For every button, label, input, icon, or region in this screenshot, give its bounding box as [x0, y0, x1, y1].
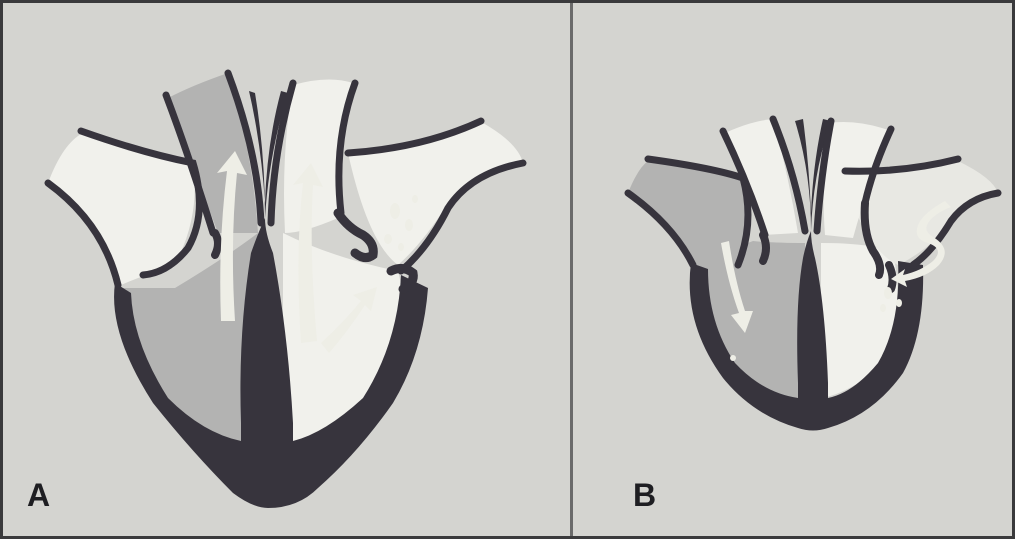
panel-a: A — [3, 3, 571, 536]
highlight-dot-b — [730, 355, 736, 361]
valve-leaflet-b2 — [889, 265, 893, 289]
panel-label-b: B — [633, 477, 656, 514]
valve-leaflet-a3 — [215, 233, 218, 255]
valve-leaflet-b3 — [763, 235, 766, 261]
heart-diagram-b — [573, 3, 1012, 536]
panel-b: B — [573, 3, 1012, 536]
panel-label-a: A — [27, 477, 50, 514]
heart-diagram-a — [3, 3, 571, 536]
